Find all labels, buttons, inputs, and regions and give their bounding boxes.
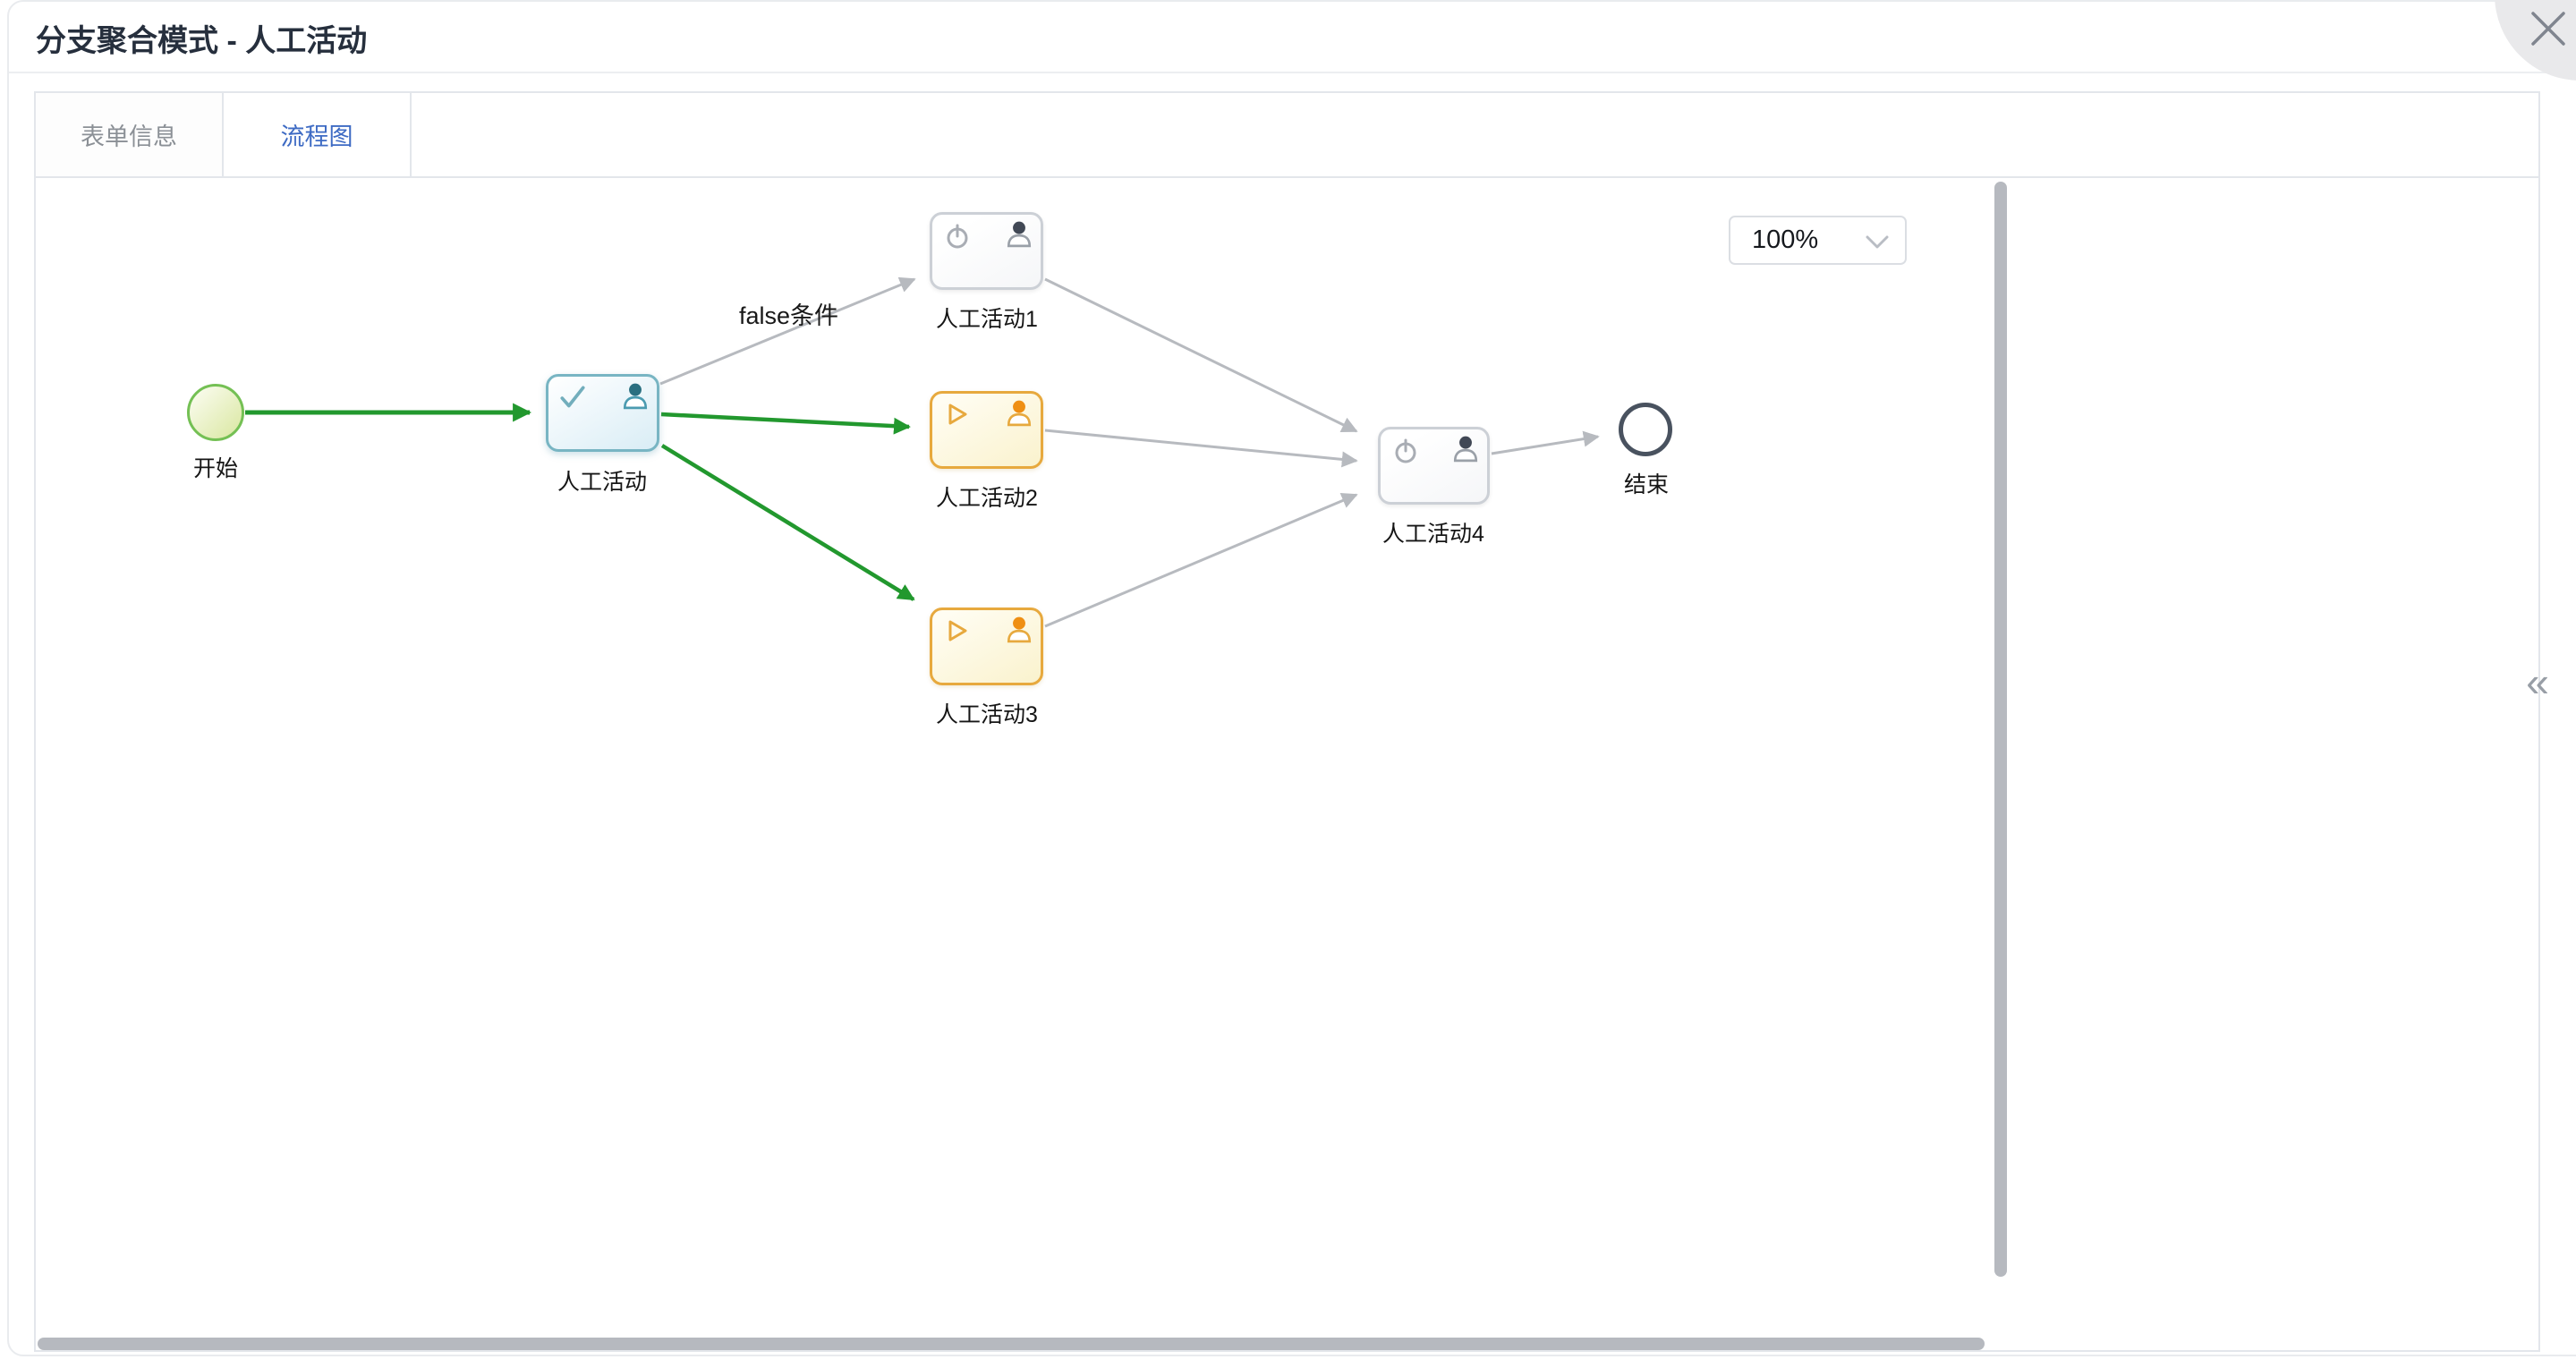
node-label-activity2: 人工活动2 [936,486,1038,511]
play-icon [948,620,967,642]
dialog-title: 分支聚合模式 - 人工活动 [36,24,368,58]
user-icon [1007,616,1032,643]
tab-form-info[interactable]: 表单信息 [36,93,224,176]
node-label-activity4: 人工活动4 [1382,522,1484,547]
user-icon [1007,400,1032,427]
horizontal-scrollbar[interactable] [38,1338,1985,1350]
flow-node-activity4[interactable] [1378,427,1490,505]
check-icon [560,386,585,408]
flow-node-start[interactable] [187,384,244,441]
chevron-down-icon [1866,235,1889,249]
power-icon [947,224,968,249]
flow-node-activity1[interactable] [930,212,1043,290]
flow-node-activity2[interactable] [930,391,1043,469]
tabs-panel: 表单信息 流程图 [34,91,2540,1352]
user-icon [1453,436,1478,463]
power-icon [1395,438,1416,463]
title-divider [9,72,2576,73]
edge-condition-label: false条件 [739,302,839,329]
close-icon[interactable] [2529,9,2568,48]
node-label-activity: 人工活动 [557,470,647,495]
flow-node-activity3[interactable] [930,608,1043,685]
node-label-start: 开始 [192,456,238,481]
zoom-select[interactable]: 100% [1729,216,1907,265]
tab-flow-chart[interactable]: 流程图 [224,93,412,176]
node-label-activity3: 人工活动3 [936,702,1038,727]
tabs-header: 表单信息 流程图 [36,93,2538,178]
user-icon [623,383,648,410]
zoom-value: 100% [1752,225,1819,254]
flow-node-activity[interactable] [546,374,659,452]
flow-node-end[interactable] [1619,403,1672,456]
vertical-scrollbar[interactable] [1994,182,2007,1277]
play-icon [948,404,967,425]
user-icon [1007,221,1032,248]
panel-collapse-handle[interactable]: « [2526,659,2549,705]
node-label-end: 结束 [1623,472,1669,497]
node-label-activity1: 人工活动1 [936,307,1038,332]
